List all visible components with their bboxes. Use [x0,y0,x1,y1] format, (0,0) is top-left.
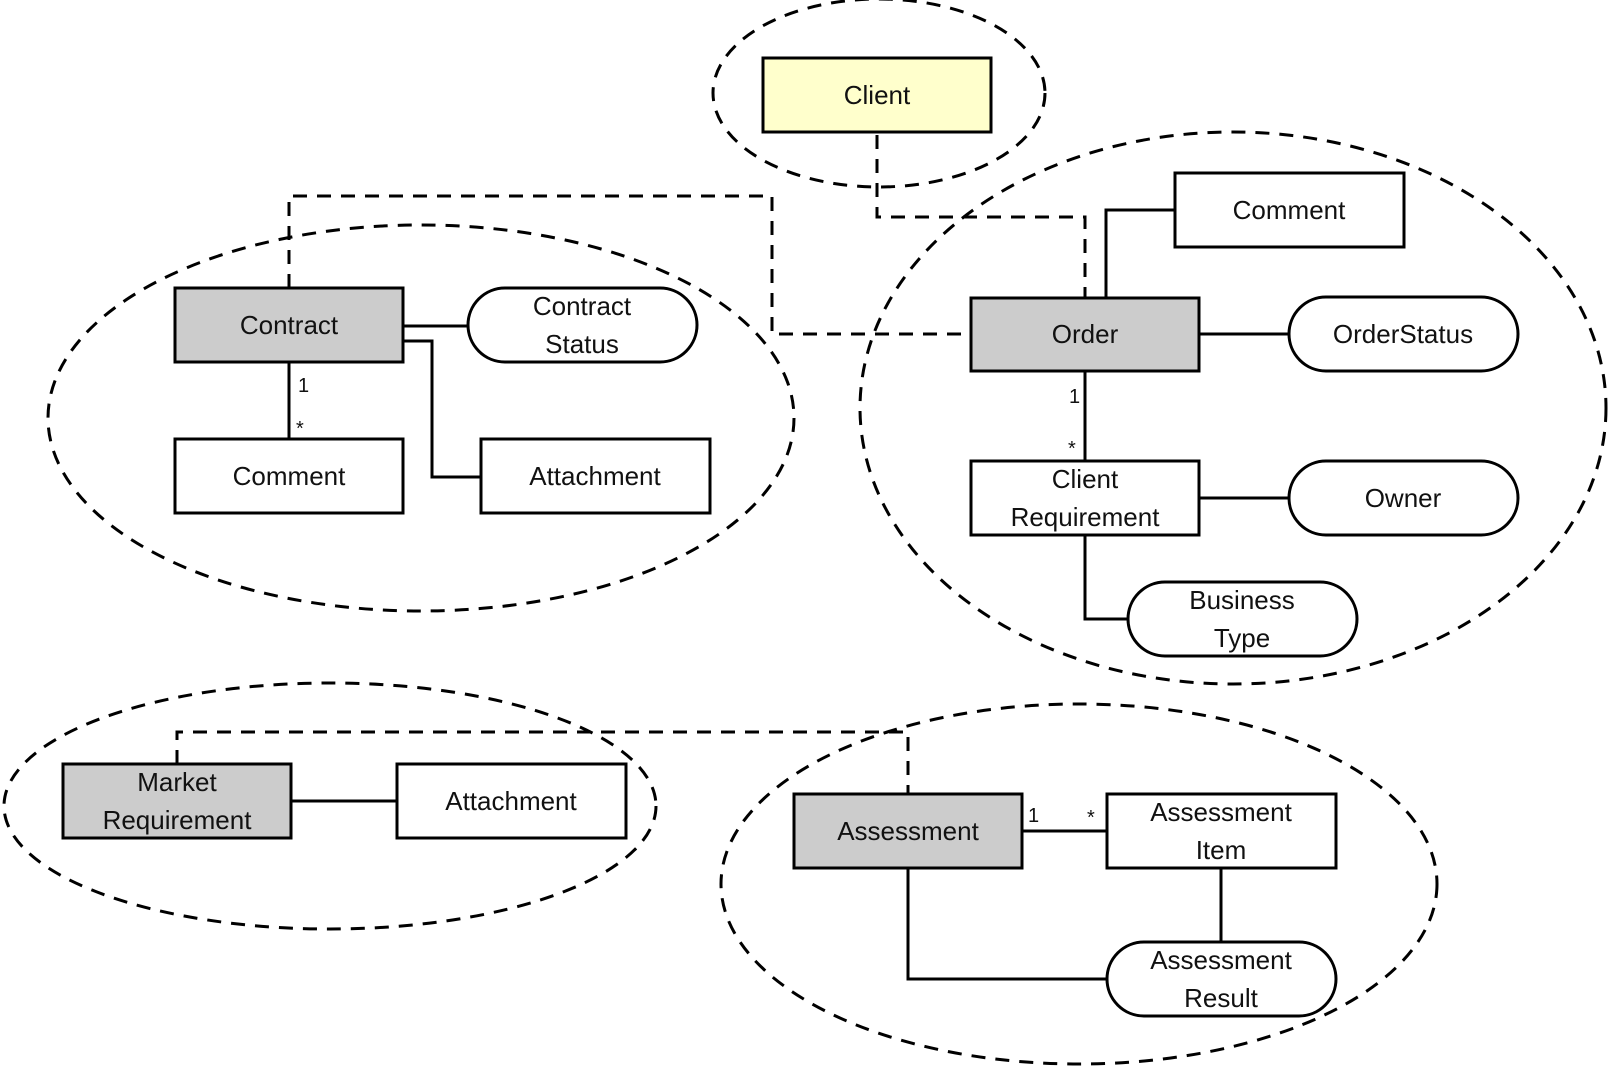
contract-label: Contract [240,310,339,340]
contract-attachment-node[interactable]: Attachment [479,437,712,515]
assessment-item-node[interactable]: Assessment Item [1105,792,1338,870]
order-comment-link [1104,208,1175,298]
client-requirement-node[interactable]: Client Requirement [969,459,1201,537]
order-comment-label: Comment [1233,195,1346,225]
client-requirement-label-line1: Client [1052,464,1119,494]
contract-attachment-label: Attachment [529,461,661,491]
multiplicity-order-many: * [1068,438,1076,460]
assessment-boundary [719,702,1439,1066]
multiplicity-assessment-one: 1 [1028,805,1039,827]
multiplicity-order-one: 1 [1069,386,1080,408]
business-type-node[interactable]: Business Type [1126,580,1359,658]
client-boundary [711,0,1047,189]
requirement-business-type-link [1083,535,1128,621]
market-assessment-reference [175,730,910,794]
market-requirement-node[interactable]: Market Requirement [61,762,293,840]
assessment-node[interactable]: Assessment [792,792,1024,870]
contract-status-label-line2: Status [545,329,619,359]
client-order-reference [875,135,1087,298]
contract-status-label-line1: Contract [533,291,632,321]
assessment-item-label-line2: Item [1196,835,1247,865]
client-requirement-label-line2: Requirement [1011,502,1161,532]
assessment-label: Assessment [837,816,979,846]
assessment-result-label-line2: Result [1184,983,1258,1013]
order-label: Order [1052,319,1119,349]
market-attachment-node[interactable]: Attachment [395,762,628,840]
market-requirement-label-line2: Requirement [103,805,253,835]
business-type-label-line1: Business [1189,585,1295,615]
order-status-node[interactable]: OrderStatus [1287,295,1520,373]
market-attachment-label: Attachment [445,786,577,816]
contract-boundary [46,223,796,613]
market-requirement-label-line1: Market [137,767,217,797]
contract-status-node[interactable]: Contract Status [466,286,699,364]
contract-comment-node[interactable]: Comment [173,437,405,515]
order-boundary [858,130,1608,686]
order-node[interactable]: Order [969,296,1201,373]
client-label: Client [844,80,911,110]
assessment-result-label-line1: Assessment [1150,945,1292,975]
contract-node[interactable]: Contract [173,286,405,364]
contract-order-reference [287,194,971,336]
contract-comment-label: Comment [233,461,346,491]
assessment-result-node[interactable]: Assessment Result [1105,940,1338,1018]
multiplicity-contract-one: 1 [298,375,309,397]
assessment-item-label-line1: Assessment [1150,797,1292,827]
order-comment-node[interactable]: Comment [1173,171,1406,249]
contract-attachment-link [403,339,481,479]
owner-label: Owner [1365,483,1442,513]
order-status-label: OrderStatus [1333,319,1473,349]
assessment-result-link [906,868,1107,981]
business-type-label-line2: Type [1214,623,1270,653]
client-node[interactable]: Client [761,56,993,134]
owner-node[interactable]: Owner [1287,459,1520,537]
market-requirement-boundary [2,681,658,931]
multiplicity-contract-many: * [296,418,304,440]
multiplicity-assessment-many: * [1087,807,1095,829]
